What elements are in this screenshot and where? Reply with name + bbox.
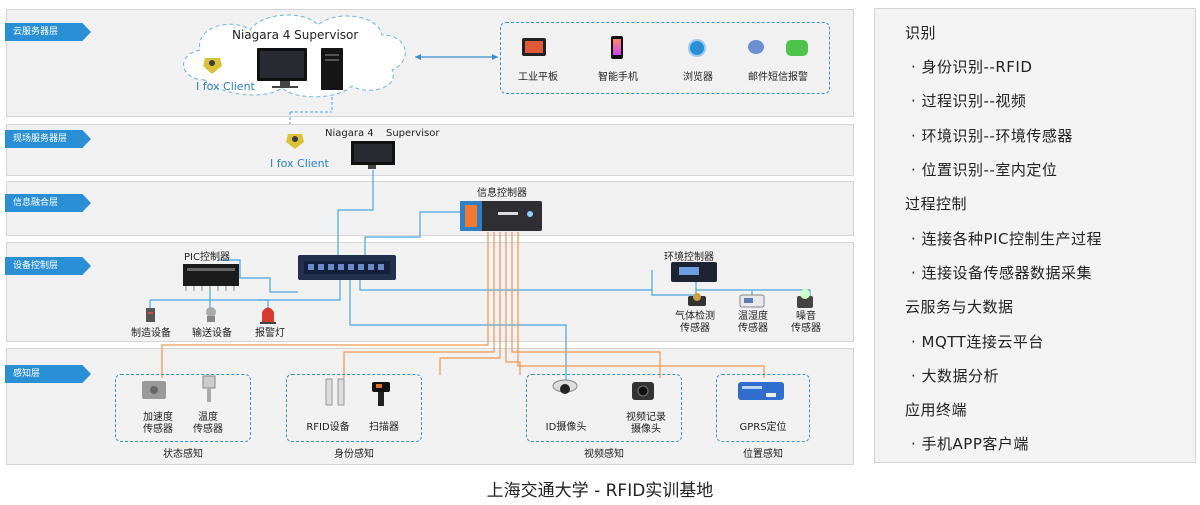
env-item-noise-line2: 传感器 <box>791 323 821 334</box>
panel-item-sensor-data: · 连接设备传感器数据采集 <box>911 264 1093 282</box>
sensor-video-recorder: 视频记录 摄像头 <box>626 412 666 436</box>
panel-item-pic: · 连接各种PIC控制生产过程 <box>911 230 1102 248</box>
env-item-humidity-line2: 传感器 <box>738 323 768 334</box>
panel-item-identity: · 身份识别--RFID <box>911 58 1033 76</box>
layer-tag-device: 设备控制层 <box>5 257 91 275</box>
sensor-id-camera: ID摄像头 <box>545 422 587 433</box>
site-supervisor-label: Supervisor <box>386 128 440 139</box>
terminal-label-tablet: 工业平板 <box>518 72 558 83</box>
panel-item-environment: · 环境识别--环境传感器 <box>911 127 1073 145</box>
sms-icon <box>786 40 808 56</box>
site-client-label: I fox Client <box>270 157 329 170</box>
panel-item-mqtt: · MQTT连接云平台 <box>911 333 1044 351</box>
browser-icon <box>688 39 706 57</box>
sensor-scanner: 扫描器 <box>369 422 399 433</box>
panel-heading-recognition: 识别 <box>905 24 937 42</box>
sensor-temperature-line1: 温度 <box>198 412 218 423</box>
smartphone-icon <box>611 36 623 59</box>
layer-tag-site: 现场服务器层 <box>5 130 91 148</box>
panel-heading-cloud: 云服务与大数据 <box>905 298 1014 316</box>
pic-item-conveyor: 输送设备 <box>192 328 232 339</box>
layer-tag-sense: 感知层 <box>5 365 91 383</box>
tablet-icon <box>522 38 546 56</box>
caption: 上海交通大学 - RFID实训基地 <box>486 481 714 501</box>
sense-group-identity-label: 身份感知 <box>334 449 374 460</box>
env-item-gas-line1: 气体检测 <box>675 311 715 322</box>
info-controller-label: 信息控制器 <box>477 188 527 199</box>
site-niagara-label: Niagara 4 <box>325 128 374 139</box>
panel-item-location: · 位置识别--室内定位 <box>911 161 1058 179</box>
sensor-acceleration: 加速度 传感器 <box>143 412 173 436</box>
sensor-temperature-line2: 传感器 <box>193 424 223 435</box>
panel-heading-process-control: 过程控制 <box>905 195 968 213</box>
sense-group-location <box>716 374 810 442</box>
env-controller-label: 环境控制器 <box>664 252 714 263</box>
sensor-video-recorder-line1: 视频记录 <box>626 412 666 423</box>
terminal-group <box>500 22 830 94</box>
sensor-gprs: GPRS定位 <box>739 422 787 433</box>
layer-site: 现场服务器层 <box>5 124 854 176</box>
architecture-diagram: 云服务器层 现场服务器层 信息融合层 设备控制层 感知层 <box>5 9 854 465</box>
layer-tag-fusion: 信息融合层 <box>5 194 91 212</box>
sensor-acceleration-line1: 加速度 <box>143 412 173 423</box>
env-item-humidity-line1: 温湿度 <box>738 311 768 322</box>
panel-heading-terminal: 应用终端 <box>905 401 968 419</box>
sense-group-video-label: 视频感知 <box>584 449 624 460</box>
sensor-video-recorder-line2: 摄像头 <box>631 424 661 435</box>
env-item-noise: 噪音 传感器 <box>791 311 821 335</box>
terminal-label-phone: 智能手机 <box>598 72 638 83</box>
panel-item-app: · 手机APP客户端 <box>911 435 1029 453</box>
layer-cloud: 云服务器层 <box>5 9 854 117</box>
sensor-rfid: RFID设备 <box>306 422 350 433</box>
env-item-noise-line1: 噪音 <box>796 311 816 322</box>
cloud-client-label: I fox Client <box>196 80 255 93</box>
cloud-supervisor-label: Niagara 4 Supervisor <box>232 28 359 42</box>
layer-tag-cloud: 云服务器层 <box>5 23 91 41</box>
sense-group-state-label: 状态感知 <box>163 449 203 460</box>
panel-item-process: · 过程识别--视频 <box>911 92 1027 110</box>
layer-fusion: 信息融合层 <box>5 181 854 236</box>
email-icon <box>748 40 764 54</box>
terminal-label-alarm: 邮件短信报警 <box>748 72 808 83</box>
pic-controller-label: PIC控制器 <box>184 252 230 263</box>
panel-item-bigdata: · 大数据分析 <box>911 367 1000 385</box>
sense-group-location-label: 位置感知 <box>743 449 783 460</box>
env-item-gas-line2: 传感器 <box>680 323 710 334</box>
sense-group-state <box>115 374 251 442</box>
layer-sense: 感知层 <box>5 348 854 465</box>
connections-svg <box>142 14 813 406</box>
sensor-temperature: 温度 传感器 <box>193 412 223 436</box>
pic-item-alarm-light: 报警灯 <box>255 328 285 339</box>
terminal-label-browser: 浏览器 <box>683 72 713 83</box>
env-item-humidity: 温湿度 传感器 <box>738 311 768 335</box>
sense-group-identity <box>286 374 422 442</box>
sensor-acceleration-line2: 传感器 <box>143 424 173 435</box>
feature-panel: 识别 · 身份识别--RFID · 过程识别--视频 · 环境识别--环境传感器… <box>874 8 1196 463</box>
env-item-gas: 气体检测 传感器 <box>675 311 715 335</box>
sense-group-video <box>526 374 682 442</box>
pic-item-manufacture: 制造设备 <box>131 328 171 339</box>
